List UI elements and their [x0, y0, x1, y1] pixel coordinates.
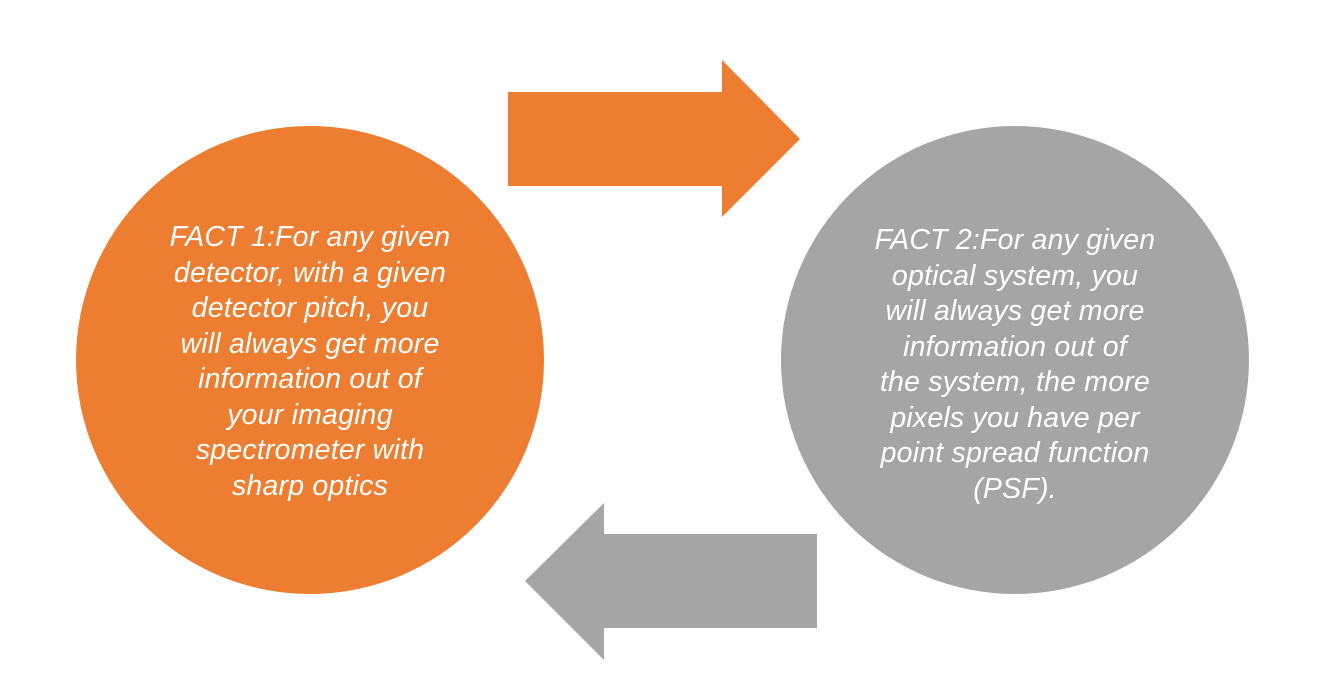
fact-1-text: FACT 1:For any given detector, with a gi…	[169, 221, 451, 502]
fact-2-text: FACT 2:For any given optical system, you…	[874, 224, 1156, 505]
fact-1-circle: FACT 1:For any given detector, with a gi…	[76, 126, 544, 594]
arrow-left-icon	[525, 503, 817, 660]
arrow-right-icon	[508, 60, 800, 217]
fact-2-circle: FACT 2:For any given optical system, you…	[781, 126, 1249, 594]
